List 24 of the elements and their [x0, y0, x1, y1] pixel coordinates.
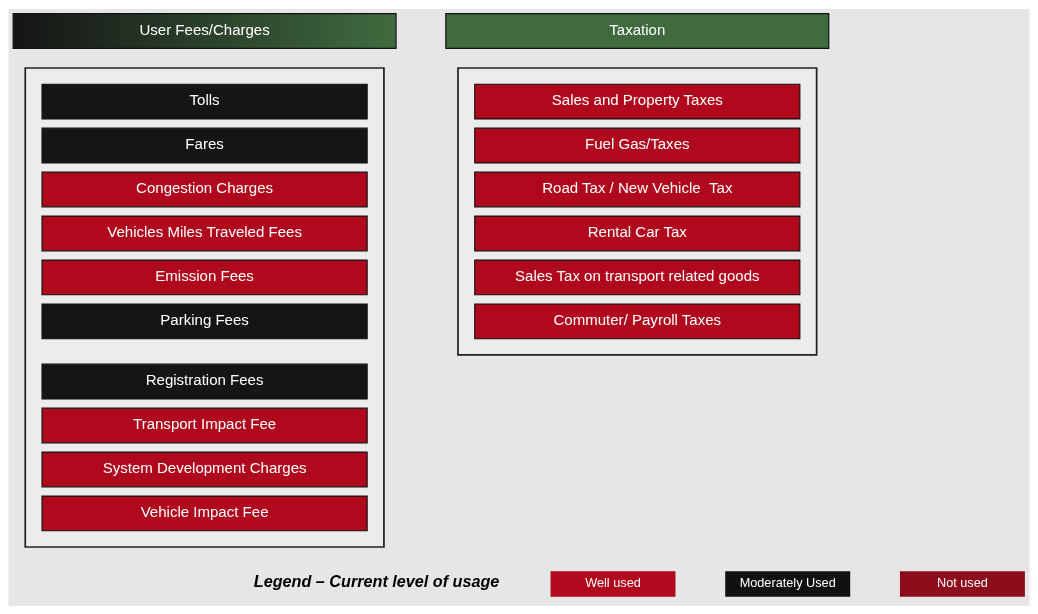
node-box: Vehicle Impact Fee	[41, 495, 368, 531]
node-box: Parking Fees	[41, 302, 368, 339]
node-box: Rental Car Tax	[474, 215, 801, 251]
node-box: Taxation	[445, 12, 830, 49]
label: Legend – Current level of usage	[253, 571, 500, 590]
node-box: Vehicles Miles Traveled Fees	[41, 215, 368, 251]
node-box: Sales Tax on transport related goods	[474, 259, 801, 295]
cluster	[457, 66, 818, 356]
legend-label: Well used	[585, 574, 641, 590]
node-box: Congestion Charges	[41, 171, 368, 207]
cluster	[24, 66, 385, 548]
legend-label: Moderately Used	[739, 574, 836, 590]
node-box: System Development Charges	[41, 451, 368, 487]
node-box: Registration Fees	[41, 363, 368, 399]
node-box: Fuel Gas/Taxes	[474, 127, 801, 163]
node-box: Emission Fees	[41, 259, 368, 295]
node-box: Road Tax / New Vehicle Tax	[474, 171, 801, 207]
legend-label: Not used	[936, 574, 988, 590]
node-box: Tolls	[41, 83, 368, 119]
node-box: Fares	[41, 127, 368, 163]
node-box: Transport Impact Fee	[41, 407, 368, 443]
node-box: User Fees/Charges	[12, 12, 397, 49]
node-box: Commuter/ Payroll Taxes	[474, 302, 801, 339]
node-box: Sales and Property Taxes	[474, 83, 801, 119]
